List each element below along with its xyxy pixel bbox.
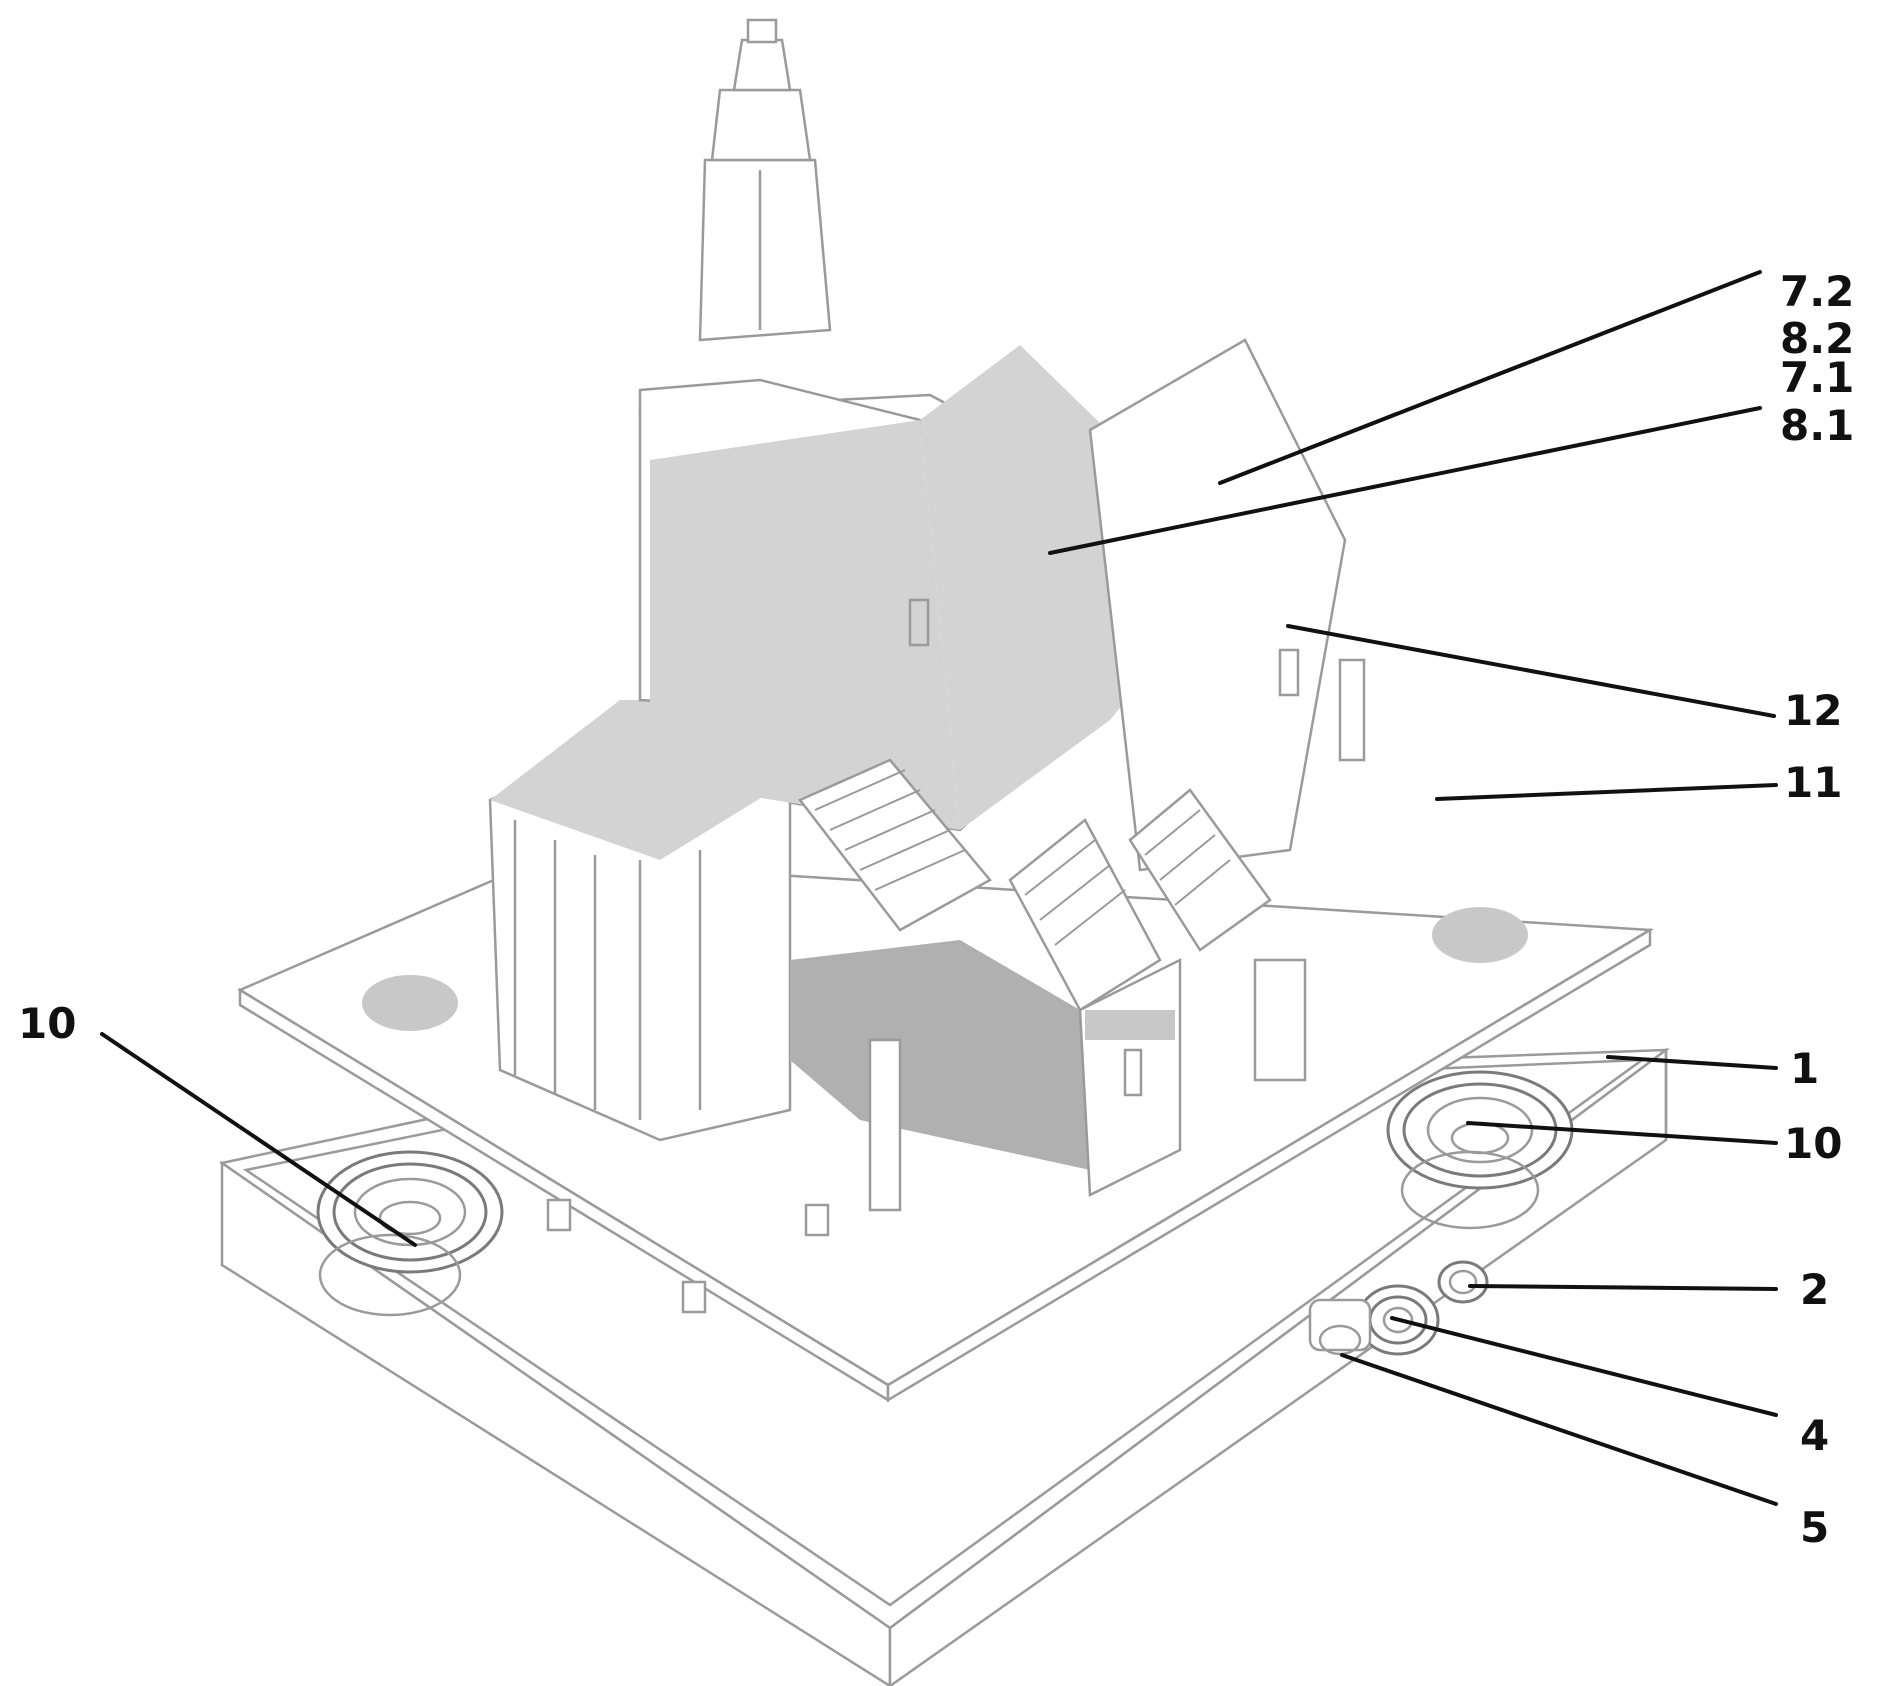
- speaker-right: [1386, 1070, 1574, 1230]
- church-building: [488, 18, 1366, 1212]
- leader-lines: [100, 270, 1778, 1506]
- label-4: 4: [1800, 1411, 1829, 1460]
- speaker-left: [316, 1150, 504, 1317]
- label-10-right: 10: [1784, 1119, 1842, 1168]
- label-10-left: 10: [18, 999, 76, 1048]
- connectors: [1308, 1260, 1489, 1356]
- label-2: 2: [1800, 1265, 1829, 1314]
- label-7-1: 7.1: [1780, 353, 1854, 402]
- label-5: 5: [1800, 1503, 1829, 1552]
- label-11: 11: [1784, 758, 1842, 807]
- reference-numerals: 7.2 8.2 7.1 8.1 12 11 10 1 10 2 4 5: [18, 267, 1854, 1552]
- label-8-2: 8.2: [1780, 314, 1854, 363]
- label-8-1: 8.1: [1780, 401, 1854, 450]
- label-12: 12: [1784, 686, 1842, 735]
- label-1: 1: [1790, 1044, 1819, 1093]
- label-7-2: 7.2: [1780, 267, 1854, 316]
